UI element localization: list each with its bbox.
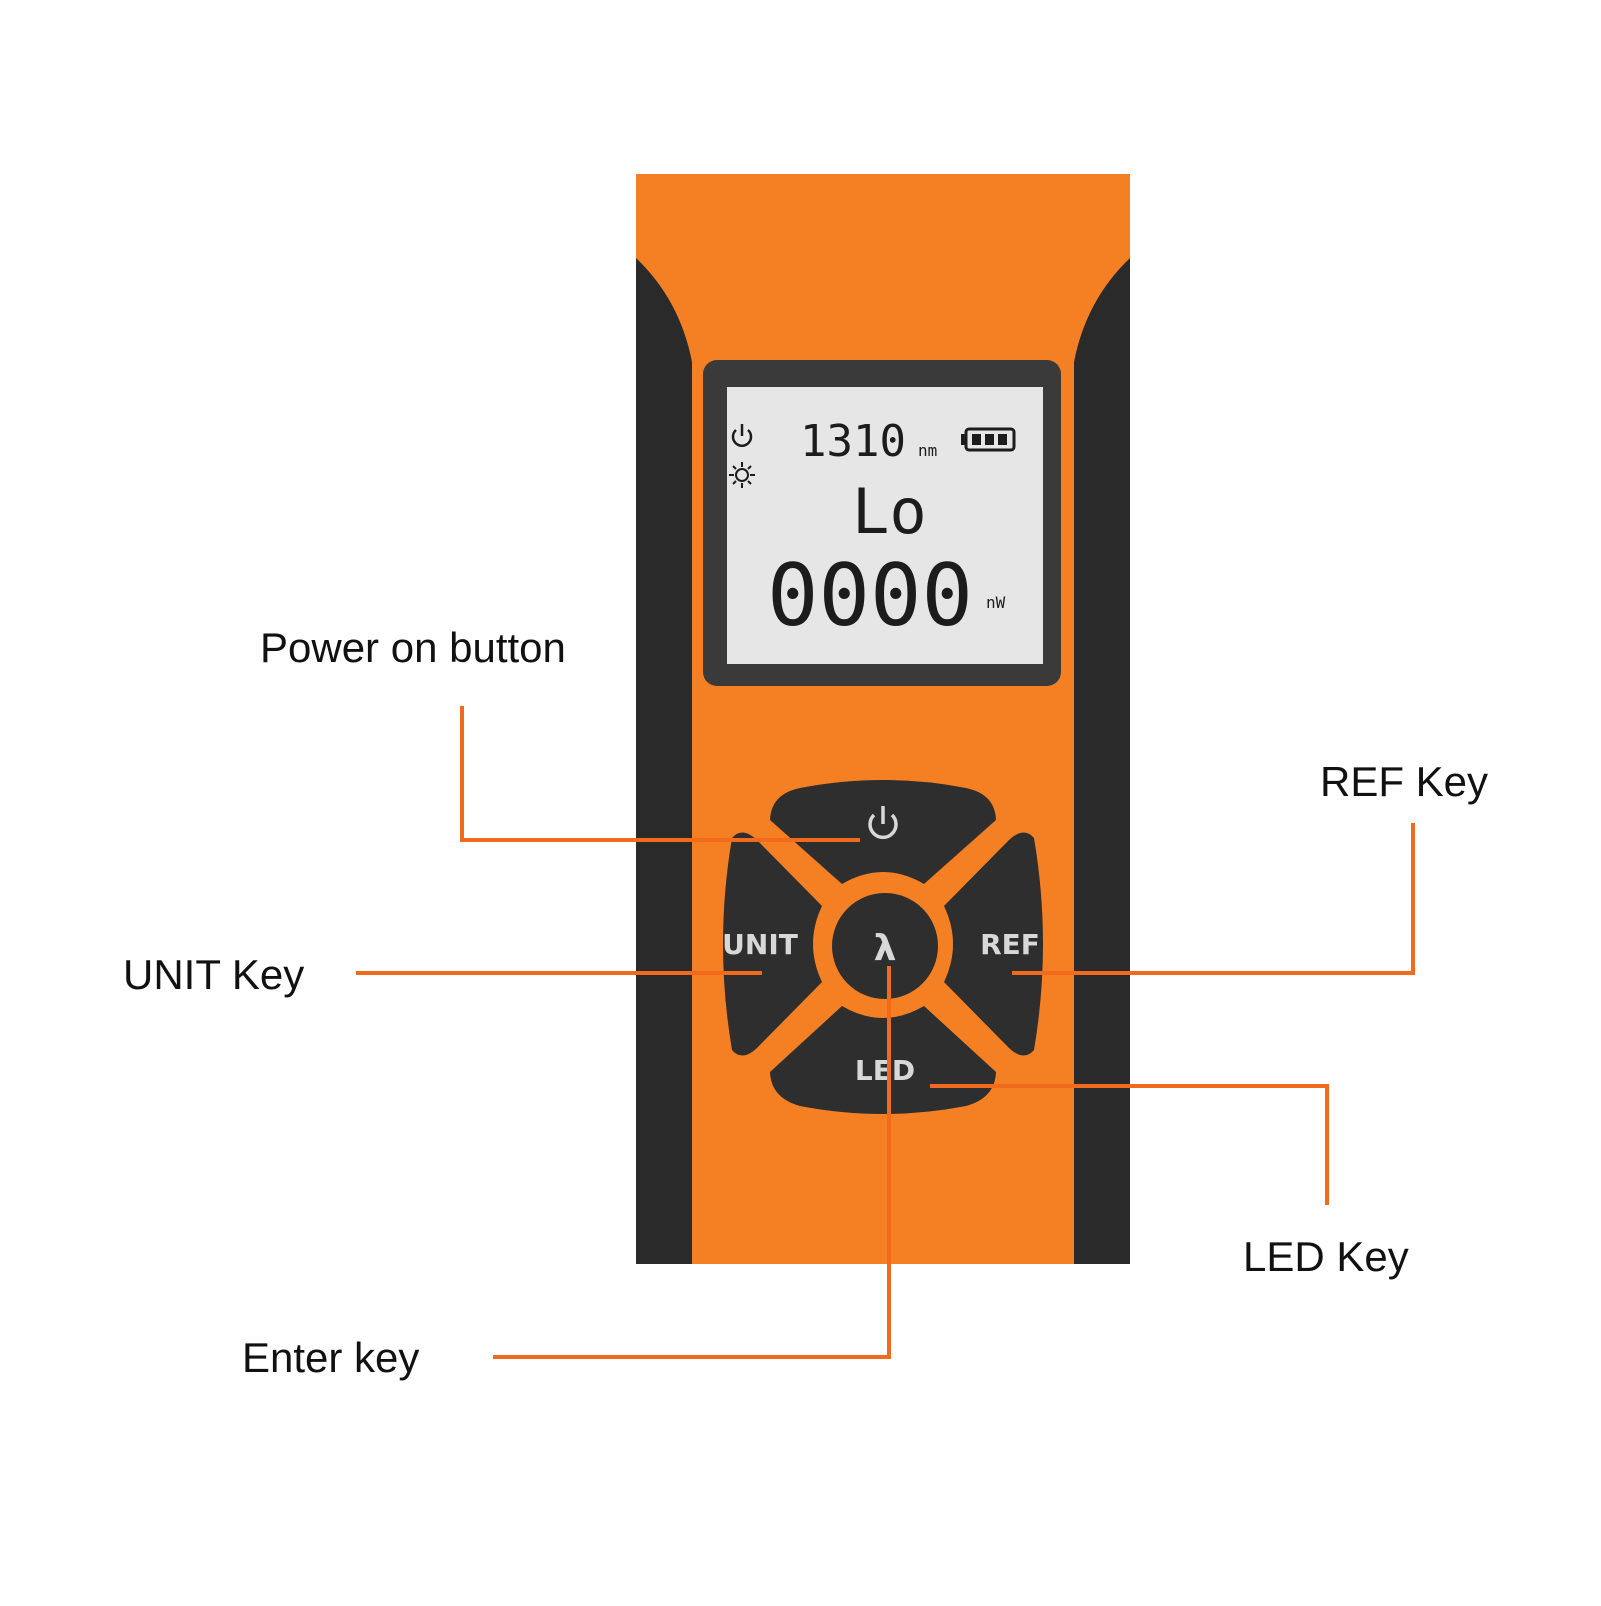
power-key-icon — [868, 806, 898, 840]
enter-leader — [493, 966, 891, 1359]
unit-callout: UNIT Key — [123, 951, 304, 998]
unit-key[interactable] — [723, 832, 822, 1056]
status-text: Lo — [852, 475, 927, 548]
power-reading: 0000 — [767, 546, 973, 646]
leader-lines — [356, 706, 1415, 1359]
device: 1310 nm Lo 0000 nW UNIT — [636, 174, 1130, 1264]
wavelength-unit: nm — [918, 441, 937, 460]
backlight-icon — [729, 462, 755, 488]
enter-key[interactable] — [832, 893, 938, 999]
lcd-panel — [727, 387, 1043, 664]
wavelength-value: 1310 — [800, 416, 906, 467]
led-key-label: LED — [855, 1054, 915, 1087]
enter-key-label: λ — [874, 928, 897, 969]
ref-key-label: REF — [980, 928, 1040, 961]
power-callout: Power on button — [260, 624, 566, 671]
led-callout: LED Key — [1243, 1233, 1409, 1280]
ref-callout: REF Key — [1320, 758, 1488, 805]
enter-callout: Enter key — [242, 1334, 419, 1381]
battery-icon — [961, 427, 1016, 452]
power-key[interactable] — [770, 780, 996, 884]
ref-key[interactable] — [944, 832, 1043, 1056]
left-grip — [636, 258, 692, 1264]
callout-labels: Power on button REF Key UNIT Key LED Key… — [123, 624, 1488, 1381]
ref-leader — [1012, 823, 1415, 975]
power-leader — [460, 706, 860, 842]
reading-unit: nW — [986, 593, 1006, 612]
led-leader — [930, 1084, 1329, 1205]
power-icon — [731, 424, 753, 447]
lcd-screen: 1310 nm Lo 0000 nW — [703, 360, 1061, 686]
unit-key-label: UNIT — [722, 928, 798, 961]
right-grip — [1074, 258, 1130, 1264]
